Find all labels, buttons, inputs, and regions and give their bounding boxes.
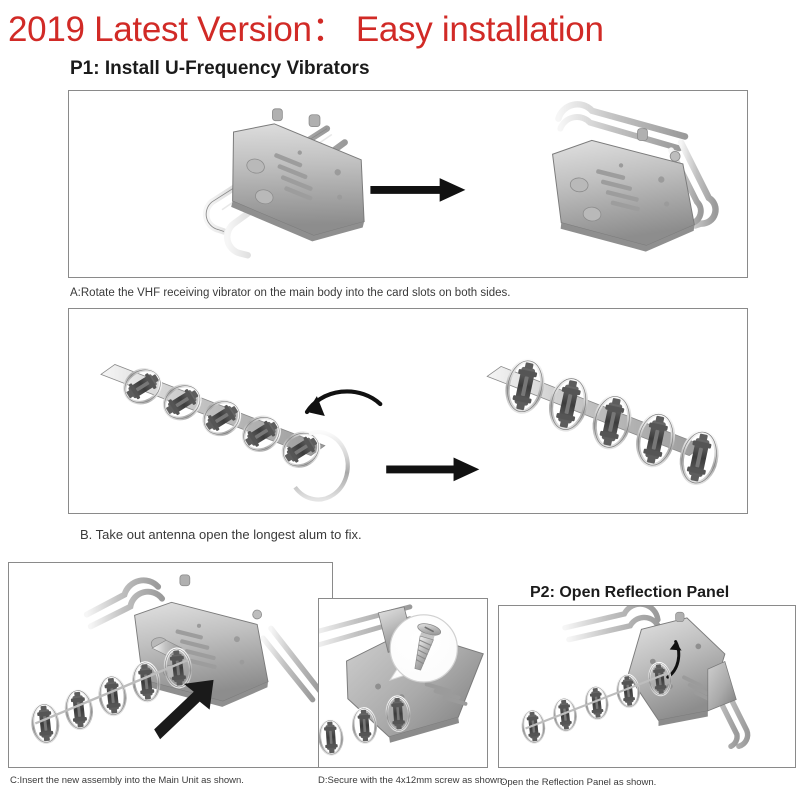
- antenna-array-unfolded: [486, 358, 721, 487]
- vhf-unit-folded: [203, 108, 383, 259]
- caption-step-a: A:Rotate the VHF receiving vibrator on t…: [70, 287, 511, 299]
- caption-step-b: B. Take out antenna open the longest alu…: [80, 527, 362, 542]
- step-panel-p2: [498, 605, 796, 768]
- antenna-array-folded: [100, 361, 350, 502]
- arrow-diagonal-icon: [154, 679, 214, 740]
- antenna-array-assembly: [29, 639, 194, 746]
- arrow-rotate-icon: [304, 389, 383, 416]
- arrow-right-icon: [370, 178, 466, 202]
- step-panel-a: [68, 90, 748, 278]
- screw-callout-bubble: [388, 614, 458, 683]
- illustration-step-b: [100, 309, 747, 502]
- main-unit-plate: [627, 611, 737, 727]
- section-title-p2: P2: Open Reflection Panel: [530, 584, 730, 601]
- vhf-unit-rotated: [542, 101, 719, 257]
- illustration-step-d: [319, 604, 484, 757]
- illustration-step-a: [203, 101, 719, 259]
- step-panel-c: [8, 562, 333, 768]
- illustration-step-p2: [520, 606, 751, 749]
- caption-step-c: C:Insert the new assembly into the Main …: [10, 775, 244, 786]
- screw-icon: [414, 623, 442, 671]
- step-panel-d: [318, 598, 488, 768]
- caption-step-p2: Open the Reflection Panel as shown.: [500, 777, 657, 788]
- antenna-loops: [520, 660, 674, 745]
- page-title: 2019 Latest Version： Easy installation: [8, 10, 604, 49]
- step-panel-b: [68, 308, 748, 514]
- main-unit-assembly: [83, 574, 324, 712]
- illustration-step-c: [29, 574, 324, 746]
- arrow-right-icon: [386, 457, 480, 482]
- section-title-p1: P1: Install U-Frequency Vibrators: [70, 58, 370, 79]
- caption-step-d: D:Secure with the 4x12mm screw as shown.: [318, 775, 505, 786]
